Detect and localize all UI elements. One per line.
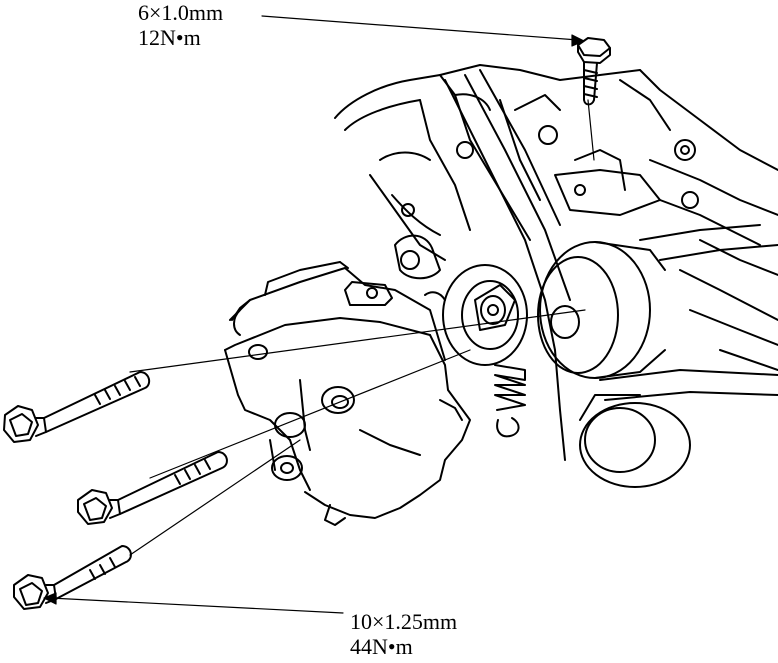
engine-mount-bracket [224, 261, 471, 526]
tensioner-spring [494, 364, 526, 438]
mount-bolts-torque-label: 44N•m [350, 634, 413, 659]
mount-bolt-2 [77, 451, 228, 525]
leader-lines [43, 15, 595, 614]
mount-bolts-size-label: 10×1.25mm [350, 609, 458, 634]
idler-pulley [579, 394, 691, 488]
mount-bolts-annotation: 10×1.25mm 44N•m [350, 609, 457, 659]
upper-bolt [577, 37, 611, 106]
upper-bolt-torque-label: 12N•m [138, 25, 201, 50]
water-pump-pulley [537, 241, 666, 379]
upper-bolt-annotation: 6×1.0mm 12N•m [138, 0, 223, 50]
engine-block [334, 64, 778, 371]
mount-bolt-3 [13, 545, 132, 610]
mount-bolt-1 [3, 371, 151, 443]
upper-bolt-size-label: 6×1.0mm [138, 0, 224, 25]
belt-tensioner [394, 234, 528, 366]
drive-belts [444, 69, 778, 461]
